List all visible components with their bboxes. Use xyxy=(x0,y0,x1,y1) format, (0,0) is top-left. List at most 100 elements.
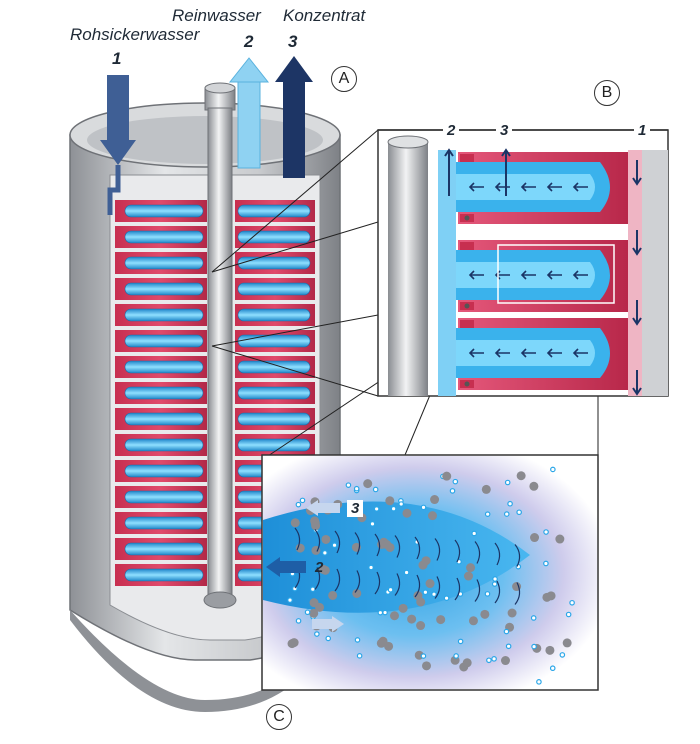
membrane-fiber xyxy=(514,544,521,567)
contaminant-particle xyxy=(385,496,395,506)
flow-channel xyxy=(237,360,311,374)
membrane-fiber xyxy=(374,533,381,557)
water-particle xyxy=(443,595,450,601)
permeate-center-tube xyxy=(203,82,237,609)
water-particle xyxy=(543,529,549,535)
water-particle xyxy=(505,643,512,650)
water-particle xyxy=(345,482,352,488)
flow-channel xyxy=(237,256,311,270)
water-particle xyxy=(387,586,394,593)
flow-channel xyxy=(237,334,311,348)
permeate-outlet-arrow xyxy=(228,57,270,169)
flow-channel xyxy=(237,230,311,244)
water-particle xyxy=(453,653,459,659)
water-particle xyxy=(382,609,388,616)
concentrate-outlet-arrow xyxy=(275,56,313,178)
spacer xyxy=(460,242,474,250)
feed-arrow xyxy=(100,75,136,215)
membrane-fiber xyxy=(414,574,421,598)
water-particle xyxy=(314,631,320,637)
permeate-label: Reinwasser xyxy=(172,6,261,25)
contaminant-particle xyxy=(466,563,476,573)
membrane-fiber xyxy=(314,529,321,552)
flow-arrow-mark xyxy=(546,270,562,280)
flow-arrow-mark xyxy=(572,270,588,280)
detail-c-flow-arrows xyxy=(266,500,344,632)
water-particle xyxy=(331,542,338,549)
flow-channel xyxy=(124,230,204,244)
flow-channel xyxy=(124,542,204,556)
seal-dot xyxy=(464,215,470,221)
flow-arrow-mark xyxy=(520,348,536,358)
contaminant-particle xyxy=(427,511,437,521)
flow-channel xyxy=(124,334,204,348)
contaminant-particle xyxy=(462,658,472,668)
water-particle xyxy=(569,599,575,606)
membrane-fiber xyxy=(394,573,401,596)
contaminant-particle xyxy=(398,603,408,613)
water-particle xyxy=(372,486,379,493)
spacer xyxy=(460,320,474,328)
feed-down-arrow xyxy=(632,300,642,326)
feed-label: Rohsickerwasser xyxy=(70,25,200,44)
contaminant-particle xyxy=(516,471,526,481)
water-particle xyxy=(515,563,522,570)
feed-down-arrow xyxy=(632,160,642,186)
contaminant-particle xyxy=(546,591,556,601)
water-particle xyxy=(484,511,491,517)
water-particle xyxy=(491,656,497,662)
contaminant-particle xyxy=(442,471,452,481)
water-particle xyxy=(549,665,556,672)
membrane-fiber xyxy=(454,577,461,601)
detail-b-feed-number: 1 xyxy=(634,122,651,139)
contaminant-particle xyxy=(290,518,300,528)
contaminant-particle xyxy=(425,579,435,589)
contaminant-particle xyxy=(295,543,305,553)
water-particle xyxy=(287,597,293,603)
detail-c-region-marker xyxy=(497,244,615,304)
membrane-fiber xyxy=(474,541,481,564)
flow-arrow-mark xyxy=(494,182,510,192)
panel-b-marker: B xyxy=(594,80,620,106)
flow-channel xyxy=(124,438,204,452)
water-particle xyxy=(484,591,491,597)
flow-channel xyxy=(237,308,311,322)
flow-arrow-mark xyxy=(572,182,588,192)
water-particle xyxy=(390,505,397,512)
flow-arrow-mark xyxy=(572,348,588,358)
permeate-number: 2 xyxy=(244,32,254,51)
contaminant-particle xyxy=(321,534,331,544)
contaminant-particle xyxy=(555,534,565,544)
water-particle xyxy=(543,560,549,567)
water-particle xyxy=(420,653,427,659)
membrane-fiber xyxy=(334,530,341,554)
concentrate-up-arrow xyxy=(501,148,511,196)
flow-arrow-mark xyxy=(520,270,536,280)
flow-channel xyxy=(124,516,204,530)
water-particle xyxy=(491,581,498,587)
membrane-fiber xyxy=(454,539,461,563)
detail-c-concentrate-number: 3 xyxy=(347,500,364,517)
contaminant-particle xyxy=(328,590,338,600)
contaminant-particle xyxy=(309,608,319,618)
membrane-fiber xyxy=(354,532,361,555)
water-particle xyxy=(325,635,332,642)
seal-dot xyxy=(464,381,470,387)
water-particle xyxy=(536,679,542,685)
water-particle xyxy=(398,501,405,507)
water-particle xyxy=(486,657,492,664)
detail-b-membranes xyxy=(444,148,642,396)
contaminant-particle xyxy=(384,641,394,651)
water-particle xyxy=(368,564,374,571)
contaminant-particle xyxy=(320,565,330,575)
water-particle xyxy=(452,478,459,485)
membrane-fiber xyxy=(334,568,341,592)
contaminant-particle xyxy=(463,571,473,581)
water-particle xyxy=(322,550,328,556)
flow-channel xyxy=(237,282,311,296)
detail-b-concentrate-number: 3 xyxy=(496,122,513,139)
water-particle xyxy=(369,521,376,527)
membrane-fiber xyxy=(414,536,421,560)
flow-arrow-mark xyxy=(468,270,484,280)
spacer xyxy=(460,154,474,162)
